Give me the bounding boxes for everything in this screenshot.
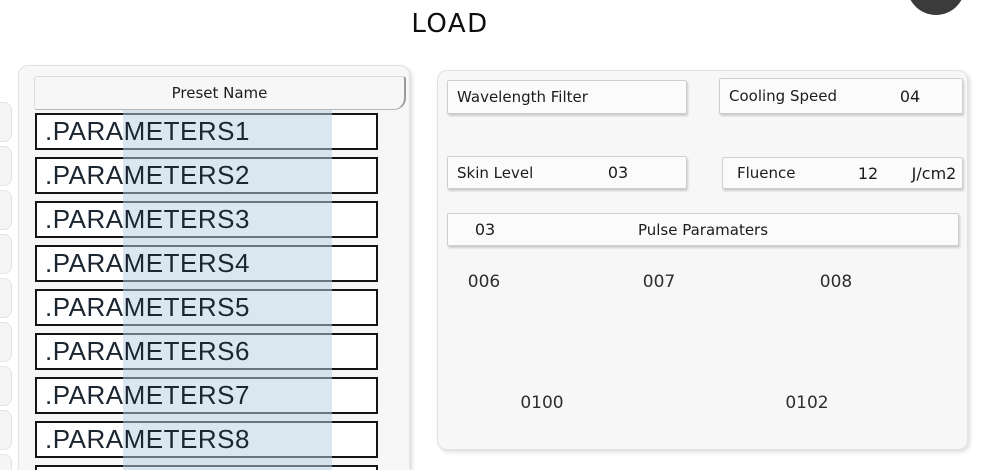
wavelength-filter-label: Wavelength Filter	[457, 88, 588, 106]
edge-tab	[0, 278, 12, 318]
preset-label: .PARAMETERS3	[45, 204, 250, 234]
preset-row-1[interactable]: .PARAMETERS1	[35, 113, 378, 150]
preset-row-4[interactable]: .PARAMETERS4	[35, 245, 378, 282]
pulse-value-3: 008	[819, 272, 853, 292]
parameters-panel: Wavelength Filter Cooling Speed 04 Skin …	[437, 70, 968, 450]
fluence-value: 12	[857, 163, 879, 183]
cooling-speed-value: 04	[899, 86, 921, 106]
preset-panel: Preset Name .PARAMETERS1 .PARAMETERS2 .P…	[18, 65, 410, 470]
pulse-value-2: 007	[642, 272, 676, 292]
edge-tab	[0, 322, 12, 362]
memory-value-1: 0100	[520, 393, 564, 413]
preset-label: .PARAMETERS1	[45, 116, 250, 146]
edge-tab	[0, 410, 12, 450]
skin-level-button[interactable]: Skin Level 03	[447, 156, 687, 189]
preset-row-3[interactable]: .PARAMETERS3	[35, 201, 378, 238]
preset-row-7[interactable]: .PARAMETERS7	[35, 377, 378, 414]
pulse-parameters-button[interactable]: 03 Pulse Paramaters	[447, 213, 959, 246]
preset-label: .PARAMETERS4	[45, 248, 250, 278]
page-title: LOAD	[411, 9, 489, 39]
pulse-value-1: 006	[467, 272, 501, 292]
preset-label: .PARAMETERS8	[45, 424, 250, 454]
skin-level-label: Skin Level	[457, 163, 534, 182]
wavelength-filter-button[interactable]: Wavelength Filter	[447, 80, 687, 114]
memory-value-2: 0102	[785, 393, 829, 413]
edge-tab	[0, 234, 12, 274]
edge-tab	[0, 102, 12, 142]
preset-label: .PARAMETERS5	[45, 292, 250, 322]
edge-tab	[0, 454, 12, 470]
preset-name-header[interactable]: Preset Name	[34, 76, 406, 110]
preset-label: .PARAMETERS2	[45, 160, 250, 190]
fluence-button[interactable]: Fluence 12 J/cm2	[722, 157, 963, 189]
fluence-label: Fluence	[737, 164, 796, 182]
preset-name-header-label: Preset Name	[171, 84, 268, 102]
preset-row-9[interactable]	[35, 465, 378, 470]
preset-row-2[interactable]: .PARAMETERS2	[35, 157, 378, 194]
pulse-parameters-label: Pulse Paramaters	[637, 220, 769, 239]
cooling-speed-button[interactable]: Cooling Speed 04	[719, 78, 963, 114]
edge-tab	[0, 146, 12, 186]
cooling-speed-label: Cooling Speed	[729, 87, 837, 105]
status-indicator-icon	[907, 0, 965, 15]
fluence-unit: J/cm2	[911, 163, 957, 183]
preset-row-6[interactable]: .PARAMETERS6	[35, 333, 378, 370]
edge-tab	[0, 366, 12, 406]
preset-row-5[interactable]: .PARAMETERS5	[35, 289, 378, 326]
edge-tab	[0, 190, 12, 230]
skin-level-value: 03	[607, 163, 629, 182]
pulse-count-value: 03	[474, 220, 496, 239]
preset-label: .PARAMETERS6	[45, 336, 250, 366]
preset-row-8[interactable]: .PARAMETERS8	[35, 421, 378, 458]
preset-label: .PARAMETERS7	[45, 380, 250, 410]
